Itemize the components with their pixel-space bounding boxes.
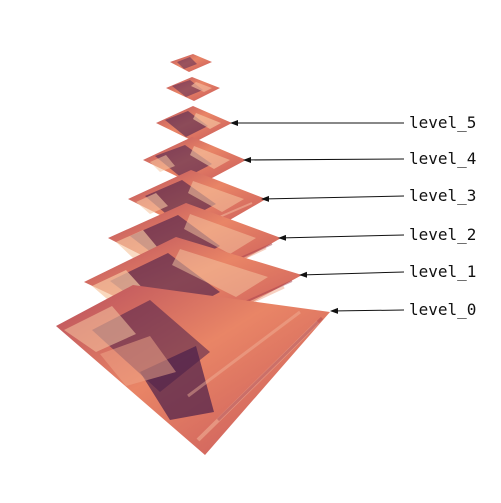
level-arrows [230,120,405,314]
label-level-4: level_4 [409,149,477,168]
pyramid-layer-level-4 [143,137,246,186]
label-level-2: level_2 [409,225,477,244]
arrow-level-1 [299,271,405,278]
arrow-level-2 [278,234,405,241]
label-level-0: level_0 [409,300,477,319]
arrow-level-0 [330,307,405,314]
pyramid-layer-level-0 [56,285,330,455]
label-level-5: level_5 [409,113,477,132]
pyramid-layer-level-5 [156,106,232,142]
arrow-level-4 [243,156,405,163]
pyramid-layer-level-6 [166,77,220,101]
pyramid-layer-level-7 [170,54,212,72]
arrow-level-3 [261,195,405,202]
label-level-1: level_1 [409,262,477,281]
label-level-3: level_3 [409,186,477,205]
